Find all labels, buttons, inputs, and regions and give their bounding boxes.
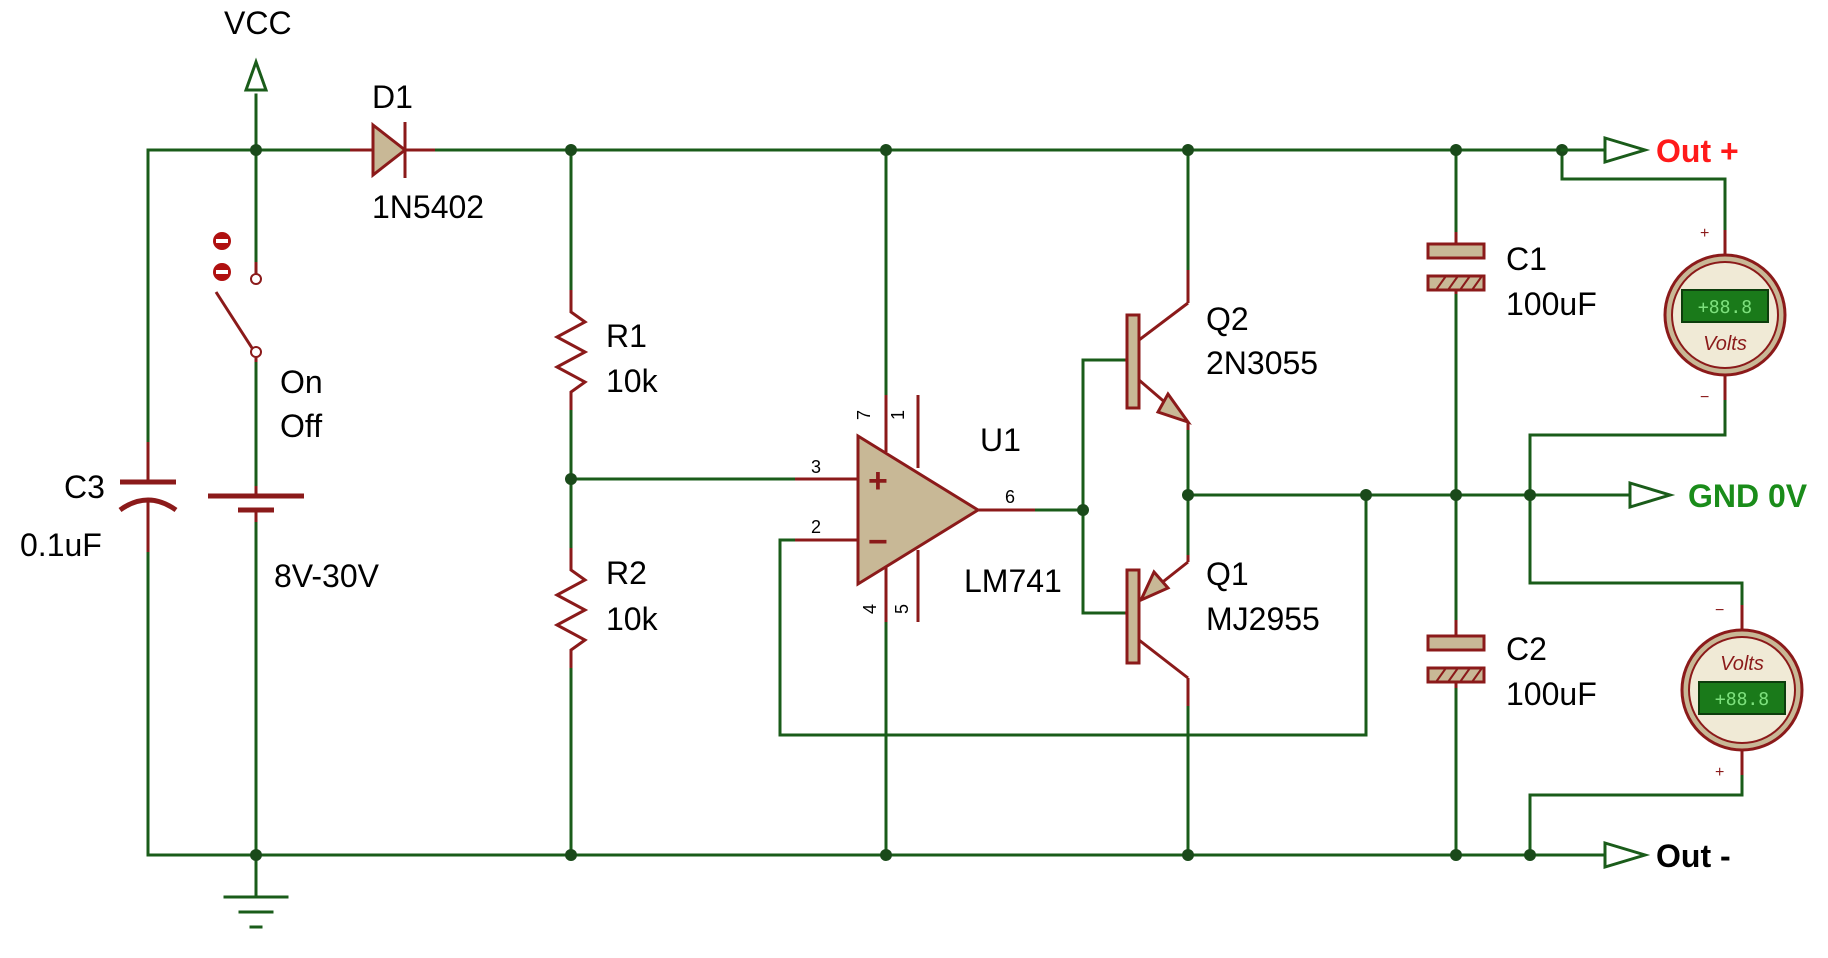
power-switch[interactable]: On Off [213, 232, 323, 444]
d1-ref: D1 [372, 79, 413, 115]
c2-value: 100uF [1506, 676, 1597, 712]
junction-dots [250, 144, 1568, 861]
switch-toggle-buttons[interactable] [213, 232, 231, 281]
meter-bottom-minus: − [1715, 602, 1724, 619]
capacitor-c1: C1 100uF [1426, 232, 1597, 322]
resistor-r1: R1 10k [553, 290, 659, 410]
vcc-label: VCC [224, 5, 292, 41]
battery: 8V-30V [208, 486, 380, 594]
voltmeter-top[interactable]: +88.8 Volts + − [1663, 225, 1787, 406]
resistor-r2: R2 10k [553, 548, 659, 668]
gnd-label: GND 0V [1688, 478, 1808, 514]
voltmeter-bottom[interactable]: Volts +88.8 − + [1680, 602, 1804, 781]
q2-part: 2N3055 [1206, 345, 1318, 381]
opamp-pin-5: 5 [892, 604, 912, 614]
c1-ref: C1 [1506, 241, 1547, 277]
opamp-u1: + − 3 2 6 7 1 4 5 U1 LM741 [795, 395, 1062, 622]
terminal-out-minus: Out - [1603, 838, 1731, 874]
r1-value: 10k [606, 363, 659, 399]
u1-ref: U1 [980, 422, 1021, 458]
meter-top-unit: Volts [1703, 333, 1747, 355]
opamp-minus-sign: − [868, 523, 888, 561]
q2-ref: Q2 [1206, 301, 1249, 337]
d1-part: 1N5402 [372, 189, 484, 225]
meter-top-display: +88.8 [1698, 297, 1752, 318]
opamp-pin-2: 2 [811, 517, 821, 537]
switch-on-label: On [280, 364, 323, 400]
opamp-pin-6: 6 [1005, 487, 1015, 507]
meter-top-minus: − [1700, 389, 1709, 406]
meter-bottom-display: +88.8 [1715, 689, 1769, 710]
r2-value: 10k [606, 601, 659, 637]
wires [146, 93, 1744, 897]
c2-ref: C2 [1506, 631, 1547, 667]
q1-ref: Q1 [1206, 556, 1249, 592]
transistor-q1: Q1 MJ2955 [1125, 555, 1320, 706]
u1-part: LM741 [964, 563, 1062, 599]
out-plus-label: Out + [1656, 133, 1739, 169]
meter-bottom-plus: + [1715, 764, 1724, 781]
out-minus-label: Out - [1656, 838, 1731, 874]
ground-symbol [223, 895, 289, 929]
c3-value: 0.1uF [20, 527, 102, 563]
q1-part: MJ2955 [1206, 601, 1320, 637]
meter-bottom-unit: Volts [1720, 653, 1764, 675]
opamp-pin-7: 7 [854, 410, 874, 420]
diode-d1: D1 1N5402 [350, 79, 484, 225]
battery-value: 8V-30V [274, 558, 380, 594]
meter-top-plus: + [1700, 225, 1709, 242]
terminal-out-plus: Out + [1560, 133, 1739, 169]
opamp-plus-sign: + [868, 462, 888, 500]
capacitor-c2: C2 100uF [1426, 620, 1597, 712]
capacitor-c3: C3 0.1uF [20, 442, 178, 563]
terminal-gnd: GND 0V [1628, 478, 1808, 514]
opamp-pin-4: 4 [860, 604, 880, 614]
c3-ref: C3 [64, 469, 105, 505]
r2-ref: R2 [606, 555, 647, 591]
opamp-pin-3: 3 [811, 457, 821, 477]
c1-value: 100uF [1506, 286, 1597, 322]
opamp-pin-1: 1 [888, 410, 908, 420]
switch-off-label: Off [280, 408, 322, 444]
transistor-q2: Q2 2N3055 [1125, 270, 1318, 430]
vcc-terminal: VCC [224, 5, 292, 92]
r1-ref: R1 [606, 318, 647, 354]
